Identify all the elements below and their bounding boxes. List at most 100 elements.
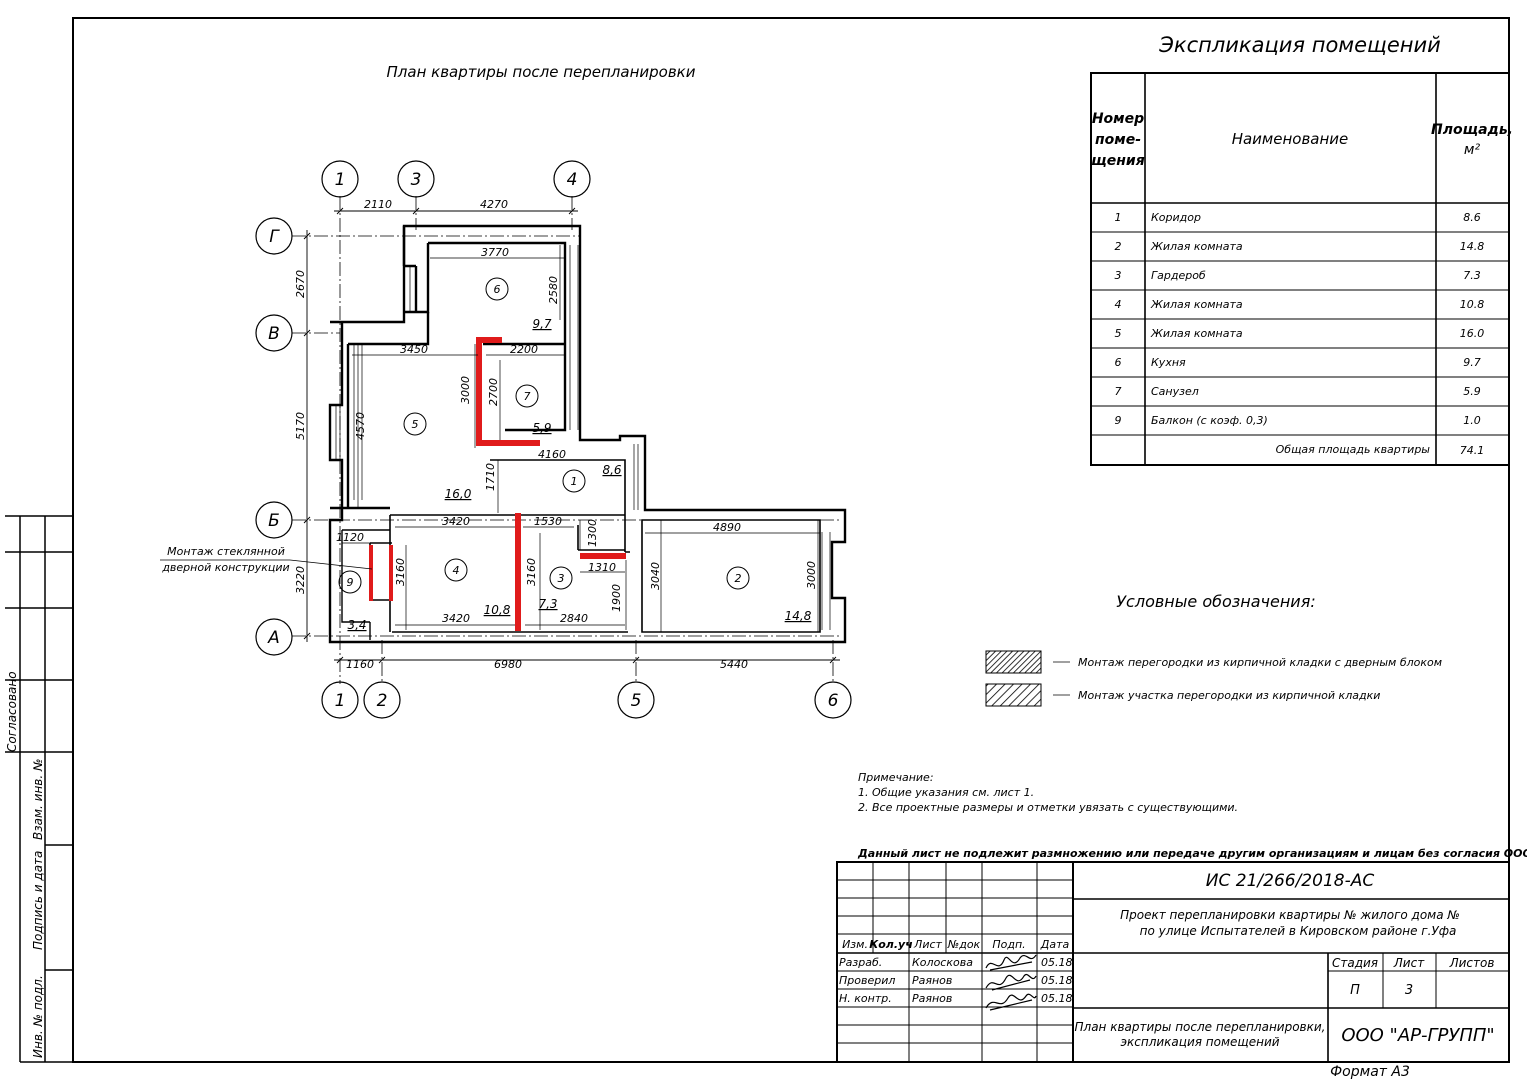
dim-3040: 3040	[649, 562, 662, 590]
room-markers	[338, 277, 750, 594]
dim-left-2670: 2670	[294, 270, 307, 298]
dim-3000a: 3000	[459, 376, 472, 404]
sheet-title-2: экспликация помещений	[1120, 1035, 1279, 1049]
row-6-area: 9.7	[1463, 356, 1481, 369]
notes-title: Примечание:	[858, 771, 934, 784]
legend-item-wall: Монтаж участка перегородки из кирпичной …	[1078, 689, 1380, 702]
axis-bottom-1: 1	[335, 691, 346, 711]
total-label: Общая площадь квартиры	[1276, 443, 1431, 456]
row-7-area: 5.9	[1463, 385, 1481, 398]
date-3: 05.18	[1041, 992, 1073, 1005]
dim-3420a: 3420	[442, 515, 470, 528]
row-3-n: 3	[1115, 269, 1122, 282]
side-agreed: Согласовано	[5, 671, 19, 752]
dim-3160b: 3160	[525, 558, 538, 586]
dimension-lines	[303, 207, 840, 664]
room-7: 7	[524, 390, 531, 403]
row-1-area: 8.6	[1463, 211, 1481, 224]
row-7-n: 7	[1115, 385, 1122, 398]
dim-1120: 1120	[336, 531, 364, 544]
dim-1530: 1530	[534, 515, 562, 528]
hdr-date: Дата	[1040, 938, 1070, 951]
room-5: 5	[412, 418, 419, 431]
dim-3160a: 3160	[394, 558, 407, 586]
callout-leader	[289, 559, 373, 570]
hdr-list: Лист	[913, 938, 942, 951]
new-partitions	[369, 337, 626, 631]
axis-top-4: 4	[567, 170, 578, 190]
dim-bottom-1160: 1160	[346, 658, 374, 671]
stamp-sheet-label: Лист	[1393, 956, 1425, 970]
col-area-2: м²	[1464, 142, 1481, 158]
dim-3420b: 3420	[442, 612, 470, 625]
row-2-n: 2	[1115, 240, 1122, 253]
title-block	[836, 861, 1510, 1063]
row-4-area: 10.8	[1460, 298, 1485, 311]
room-1: 1	[571, 475, 578, 488]
dim-4570: 4570	[354, 412, 367, 440]
notes-line2: 2. Все проектные размеры и отметки увяза…	[858, 801, 1238, 814]
area-5: 16,0	[445, 487, 472, 501]
dim-left-3220: 3220	[294, 566, 307, 594]
stamp-stage-label: Стадия	[1332, 956, 1378, 970]
dim-1300: 1300	[586, 519, 599, 547]
row-5-n: 5	[1115, 327, 1122, 340]
side-strip: Согласовано Взам. инв. № Подпись и дата …	[5, 515, 73, 1063]
dim-bottom-6980: 6980	[494, 658, 522, 671]
dim-left-5170: 5170	[294, 412, 307, 440]
area-2: 14,8	[785, 609, 812, 623]
total-value: 74.1	[1460, 444, 1485, 457]
dim-2200: 2200	[510, 343, 538, 356]
room-2: 2	[735, 572, 742, 585]
role-3: Н. контр.	[839, 992, 892, 1005]
stamp-sheets-label: Листов	[1449, 956, 1495, 970]
side-inv-orig: Инв. № подл.	[31, 975, 45, 1058]
axis-left-g: Г	[269, 227, 280, 247]
stamp-sheet: 3	[1405, 983, 1413, 998]
axis-bottom-5: 5	[631, 691, 642, 711]
role-1: Разраб.	[839, 956, 882, 969]
row-5-name: Жилая комната	[1150, 327, 1243, 340]
col-number-2: поме-	[1095, 132, 1141, 148]
row-1-n: 1	[1115, 211, 1122, 224]
walls	[328, 224, 847, 644]
date-1: 05.18	[1041, 956, 1073, 969]
dim-1310: 1310	[588, 561, 616, 574]
col-number-1: Номер	[1092, 111, 1144, 127]
dim-3770: 3770	[481, 246, 509, 259]
row-6-n: 6	[1115, 356, 1122, 369]
row-3-area: 7.3	[1463, 269, 1481, 282]
hdr-izm: Изм.	[842, 938, 868, 951]
row-4-n: 4	[1115, 298, 1122, 311]
stamp-stage: П	[1350, 983, 1360, 998]
area-9: 3,4	[347, 618, 366, 632]
role-2: Проверил	[839, 974, 895, 987]
name-1: Колоскова	[912, 956, 973, 969]
area-6: 9,7	[532, 317, 551, 331]
notes-warning: Данный лист не подлежит размножению или …	[857, 847, 1527, 860]
date-2: 05.18	[1041, 974, 1073, 987]
axis-bottom-6: 6	[828, 691, 839, 711]
axis-top-3: 3	[411, 170, 422, 190]
dim-2580: 2580	[547, 276, 560, 304]
area-4: 10,8	[484, 603, 511, 617]
stamp-format: Формат А3	[1330, 1064, 1410, 1080]
legend-swatch-wall	[985, 683, 1042, 707]
callout-line2: дверной конструкции	[161, 561, 289, 574]
room-9: 9	[347, 576, 354, 589]
row-4-name: Жилая комната	[1150, 298, 1243, 311]
dim-2840: 2840	[560, 612, 588, 625]
room-4: 4	[453, 564, 460, 577]
row-3-name: Гардероб	[1151, 269, 1206, 282]
dim-3000b: 3000	[805, 561, 818, 589]
hdr-sign: Подп.	[992, 938, 1025, 951]
room-6: 6	[494, 283, 501, 296]
axis-left-a: А	[267, 628, 280, 648]
dim-4890: 4890	[713, 521, 741, 534]
legend-title: Условные обозначения:	[1116, 592, 1315, 611]
stamp-code: ИС 21/266/2018-АС	[1206, 871, 1375, 891]
dim-1710: 1710	[484, 463, 497, 491]
area-1: 8,6	[602, 463, 621, 477]
col-number-3: щения	[1091, 153, 1144, 169]
